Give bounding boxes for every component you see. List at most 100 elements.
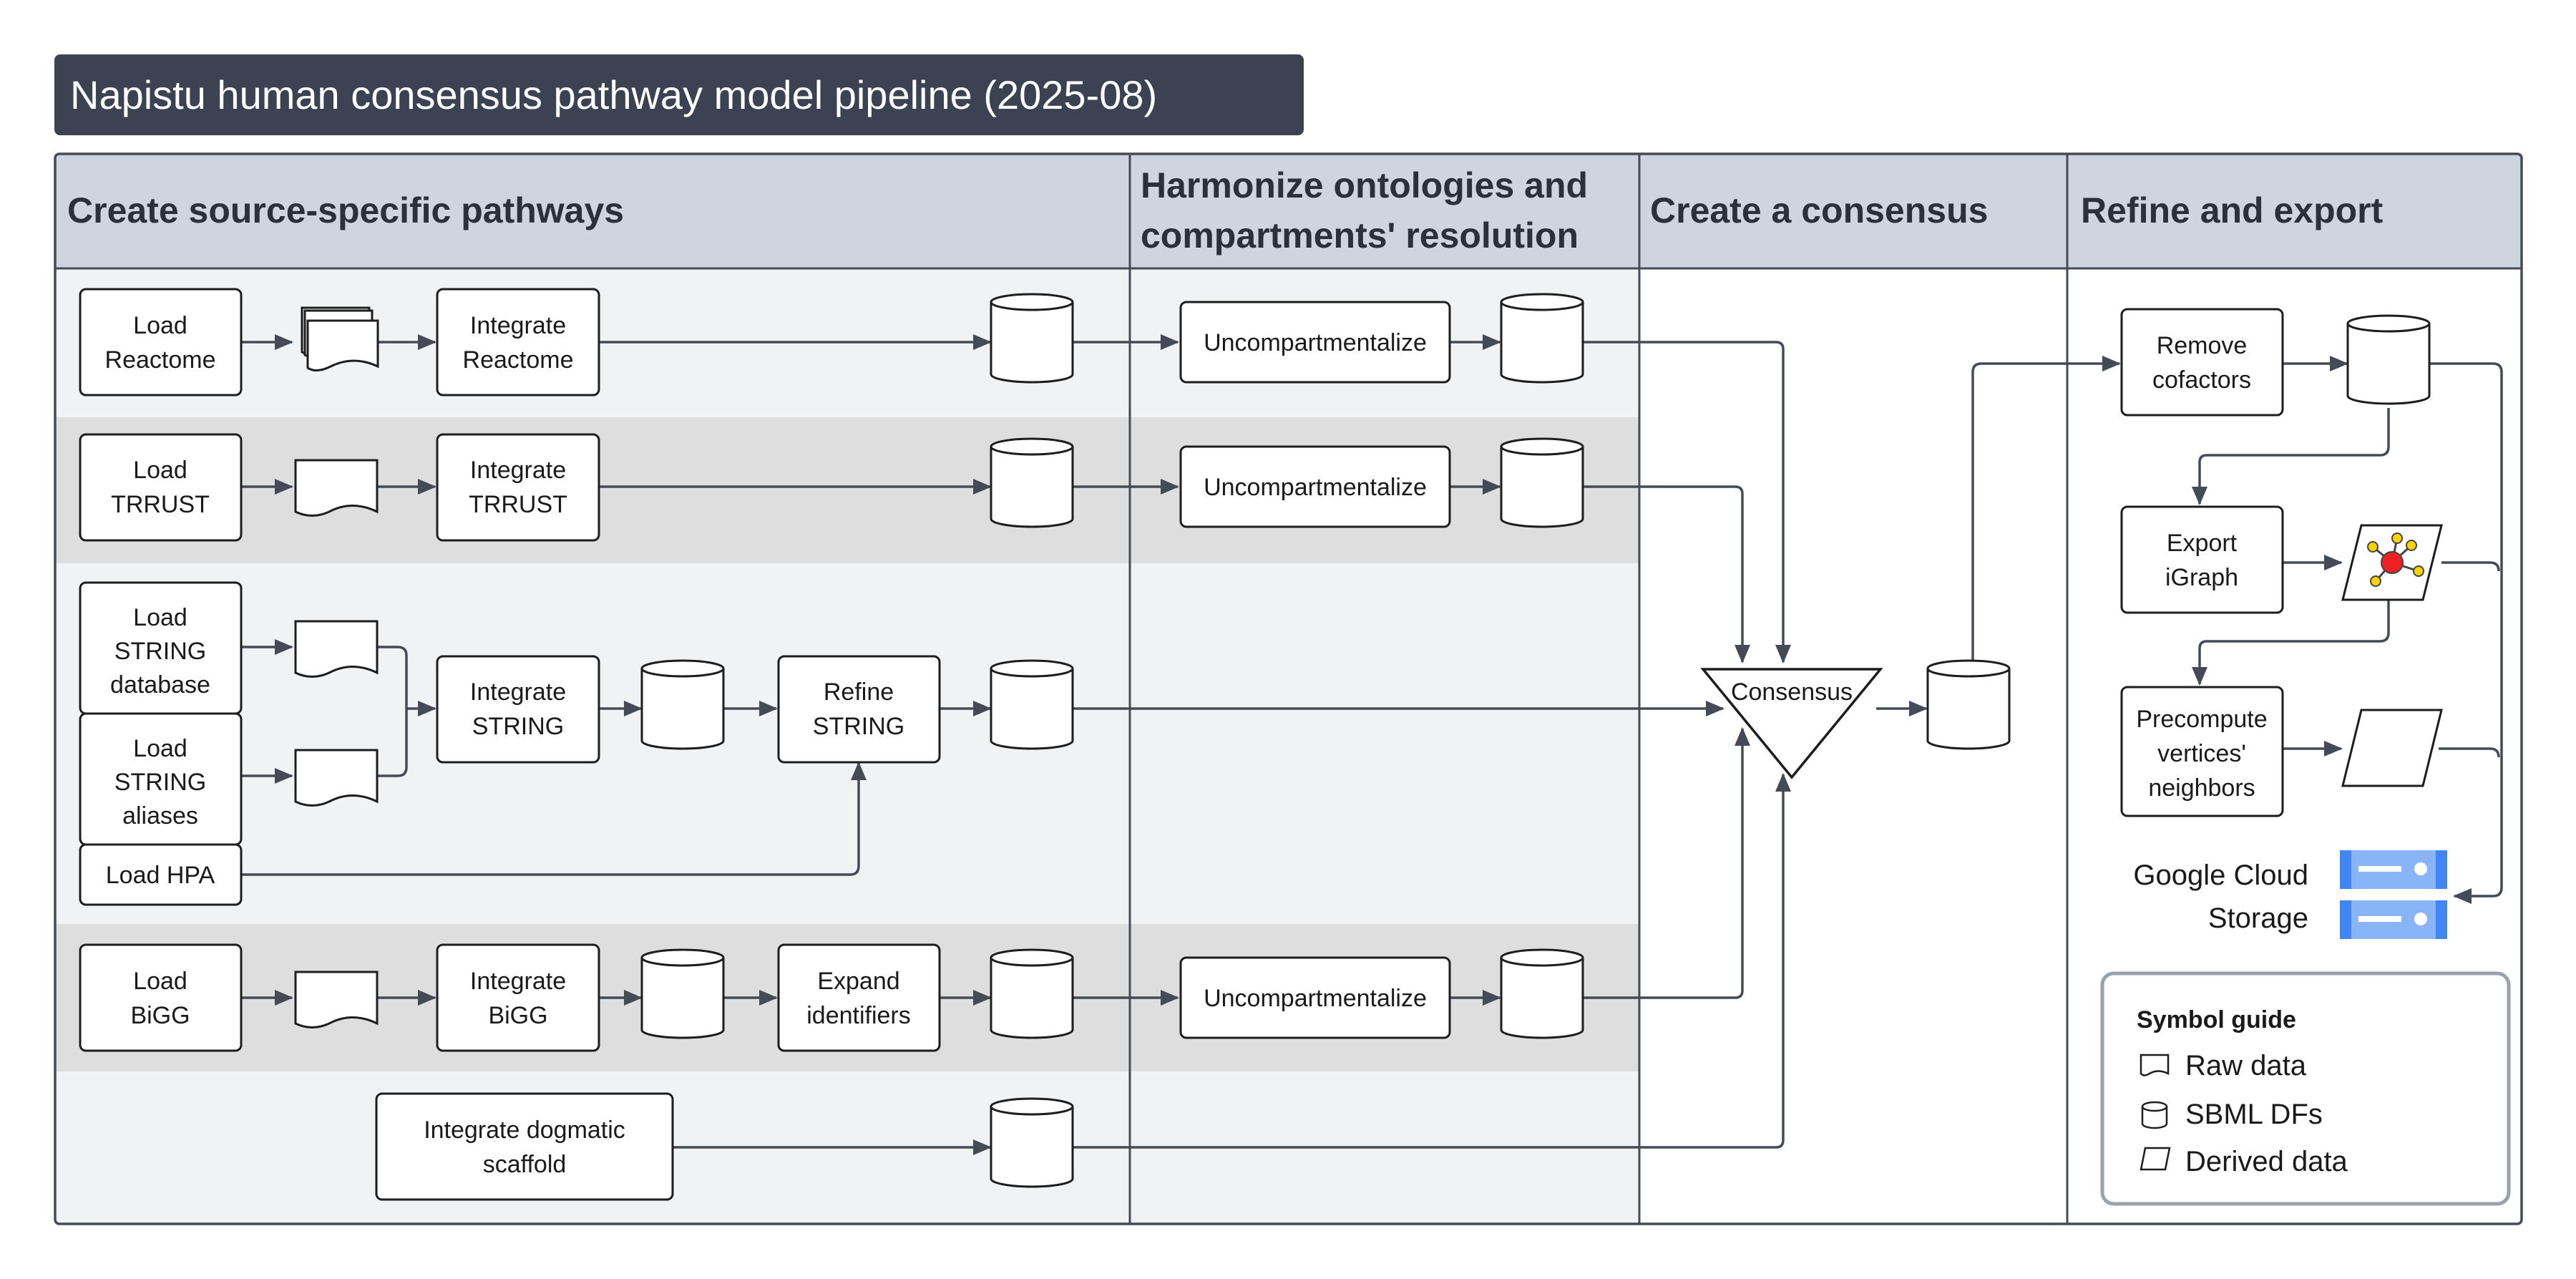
step-integrate-bigg: Integrate BiGG xyxy=(436,943,600,1052)
lane-header-source: Create source-specific pathways xyxy=(67,190,624,230)
lane-header-row xyxy=(55,154,2522,268)
svg-text:STRING: STRING xyxy=(472,713,564,740)
svg-text:Load: Load xyxy=(133,457,187,484)
svg-text:Uncompartmentalize: Uncompartmentalize xyxy=(1204,474,1427,501)
symbol-guide: Symbol guide Raw data SBML DFs Derived d… xyxy=(2100,971,2511,1206)
raw-data-trrust xyxy=(294,459,379,517)
step-export-igraph: Export iGraph xyxy=(2120,505,2284,614)
svg-text:Load: Load xyxy=(133,312,187,339)
svg-text:Integrate dogmatic: Integrate dogmatic xyxy=(424,1117,625,1144)
step-load-hpa: Load HPA xyxy=(79,843,243,906)
svg-text:Load: Load xyxy=(133,735,187,762)
sbml-dfs-trrust-harmonized xyxy=(1500,437,1584,528)
raw-data-string-database xyxy=(294,620,379,678)
svg-text:scaffold: scaffold xyxy=(483,1151,567,1178)
consensus-node: Consensus xyxy=(1700,668,1883,779)
google-cloud-storage: Google Cloud Storage xyxy=(2133,850,2447,939)
lane-body-harmonize xyxy=(1130,268,1639,1224)
sbml-dfs-bigg-integrated xyxy=(640,948,725,1039)
sbml-dfs-bigg-expanded xyxy=(990,948,1074,1039)
svg-text:Integrate: Integrate xyxy=(470,457,566,484)
lane-body-consensus xyxy=(1639,268,2067,1224)
step-load-reactome: Load Reactome xyxy=(79,288,243,397)
svg-text:Refine: Refine xyxy=(824,679,894,706)
storage-server-icon xyxy=(2340,850,2447,939)
lane-header-export: Refine and export xyxy=(2081,190,2384,230)
step-load-trrust: Load TRRUST xyxy=(79,433,243,542)
svg-text:iGraph: iGraph xyxy=(2165,564,2238,591)
step-uncompartmentalize-reactome: Uncompartmentalize xyxy=(1179,301,1451,384)
sbml-dfs-trrust-source xyxy=(990,437,1074,528)
svg-text:Integrate: Integrate xyxy=(470,312,566,339)
svg-text:Load: Load xyxy=(133,968,187,995)
step-load-string-database: Load STRING database xyxy=(79,581,243,715)
svg-text:Precompute: Precompute xyxy=(2136,706,2267,733)
svg-text:STRING: STRING xyxy=(813,713,904,740)
legend-derived-data: Derived data xyxy=(2185,1146,2348,1177)
sbml-dfs-reactome-source xyxy=(990,293,1074,384)
legend-sbml-dfs: SBML DFs xyxy=(2185,1099,2323,1130)
lane-frame xyxy=(54,152,2523,1225)
sbml-dfs-bigg-harmonized xyxy=(1500,948,1584,1039)
sbml-dfs-dogmatic-scaffold xyxy=(990,1097,1074,1188)
svg-text:BiGG: BiGG xyxy=(130,1002,190,1029)
svg-text:Expand: Expand xyxy=(817,968,899,995)
step-integrate-dogmatic-scaffold: Integrate dogmatic scaffold xyxy=(375,1092,674,1201)
step-expand-identifiers: Expand identifiers xyxy=(777,943,941,1052)
sbml-dfs-string-integrated xyxy=(640,659,725,750)
step-integrate-trrust: Integrate TRRUST xyxy=(436,433,600,542)
svg-text:Remove: Remove xyxy=(2157,332,2248,359)
sbml-dfs-cofactors-removed xyxy=(2346,314,2431,405)
storage-label-line2: Storage xyxy=(2208,903,2308,934)
svg-text:Consensus: Consensus xyxy=(1731,679,1853,706)
svg-text:aliases: aliases xyxy=(122,802,198,830)
svg-text:identifiers: identifiers xyxy=(806,1002,911,1029)
igraph-derived-data xyxy=(2341,524,2443,601)
svg-text:STRING: STRING xyxy=(114,638,206,665)
page-title: Napistu human consensus pathway model pi… xyxy=(70,72,1158,117)
network-icon xyxy=(2367,532,2424,587)
sbml-dfs-legend-icon xyxy=(2141,1101,2168,1129)
lane-header-harmonize-line1: Harmonize ontologies and xyxy=(1141,165,1588,205)
svg-text:Uncompartmentalize: Uncompartmentalize xyxy=(1204,329,1427,356)
sbml-dfs-string-refined xyxy=(990,659,1074,750)
legend-raw-data: Raw data xyxy=(2185,1050,2307,1081)
svg-text:neighbors: neighbors xyxy=(2148,774,2255,802)
svg-text:Uncompartmentalize: Uncompartmentalize xyxy=(1204,985,1427,1012)
derived-data-legend-icon xyxy=(2140,1147,2171,1171)
raw-data-bigg xyxy=(294,971,379,1028)
step-remove-cofactors: Remove cofactors xyxy=(2120,308,2284,417)
svg-text:Integrate: Integrate xyxy=(470,679,566,706)
step-refine-string: Refine STRING xyxy=(777,655,941,764)
svg-text:vertices': vertices' xyxy=(2157,740,2246,767)
step-uncompartmentalize-trrust: Uncompartmentalize xyxy=(1179,445,1451,528)
sbml-dfs-consensus xyxy=(1926,659,2011,750)
symbol-guide-title: Symbol guide xyxy=(2137,1006,2296,1034)
storage-label-line1: Google Cloud xyxy=(2133,860,2308,891)
svg-text:TRRUST: TRRUST xyxy=(469,491,567,518)
sbml-dfs-reactome-harmonized xyxy=(1500,293,1584,384)
svg-text:Export: Export xyxy=(2167,530,2238,557)
raw-data-legend-icon xyxy=(2140,1054,2170,1076)
title-bar: Napistu human consensus pathway model pi… xyxy=(54,54,1304,135)
svg-text:TRRUST: TRRUST xyxy=(111,491,210,518)
svg-text:STRING: STRING xyxy=(114,769,206,796)
svg-text:Load HPA: Load HPA xyxy=(106,862,215,889)
raw-data-reactome-stack xyxy=(301,306,379,371)
neighbors-derived-data xyxy=(2341,709,2443,787)
svg-text:BiGG: BiGG xyxy=(488,1002,547,1029)
svg-text:cofactors: cofactors xyxy=(2152,366,2251,394)
raw-data-string-aliases xyxy=(294,749,379,807)
step-uncompartmentalize-bigg: Uncompartmentalize xyxy=(1179,956,1451,1039)
step-load-string-aliases: Load STRING aliases xyxy=(79,712,243,846)
lane-header-consensus: Create a consensus xyxy=(1650,190,1988,230)
step-integrate-string: Integrate STRING xyxy=(436,655,600,764)
svg-text:database: database xyxy=(110,671,210,699)
svg-text:Integrate: Integrate xyxy=(470,968,566,995)
svg-text:Reactome: Reactome xyxy=(463,346,574,374)
step-load-bigg: Load BiGG xyxy=(79,943,243,1052)
step-precompute-neighbors: Precompute vertices' neighbors xyxy=(2120,686,2284,817)
lane-header-harmonize-line2: compartments' resolution xyxy=(1141,215,1579,256)
svg-text:Reactome: Reactome xyxy=(105,346,216,374)
